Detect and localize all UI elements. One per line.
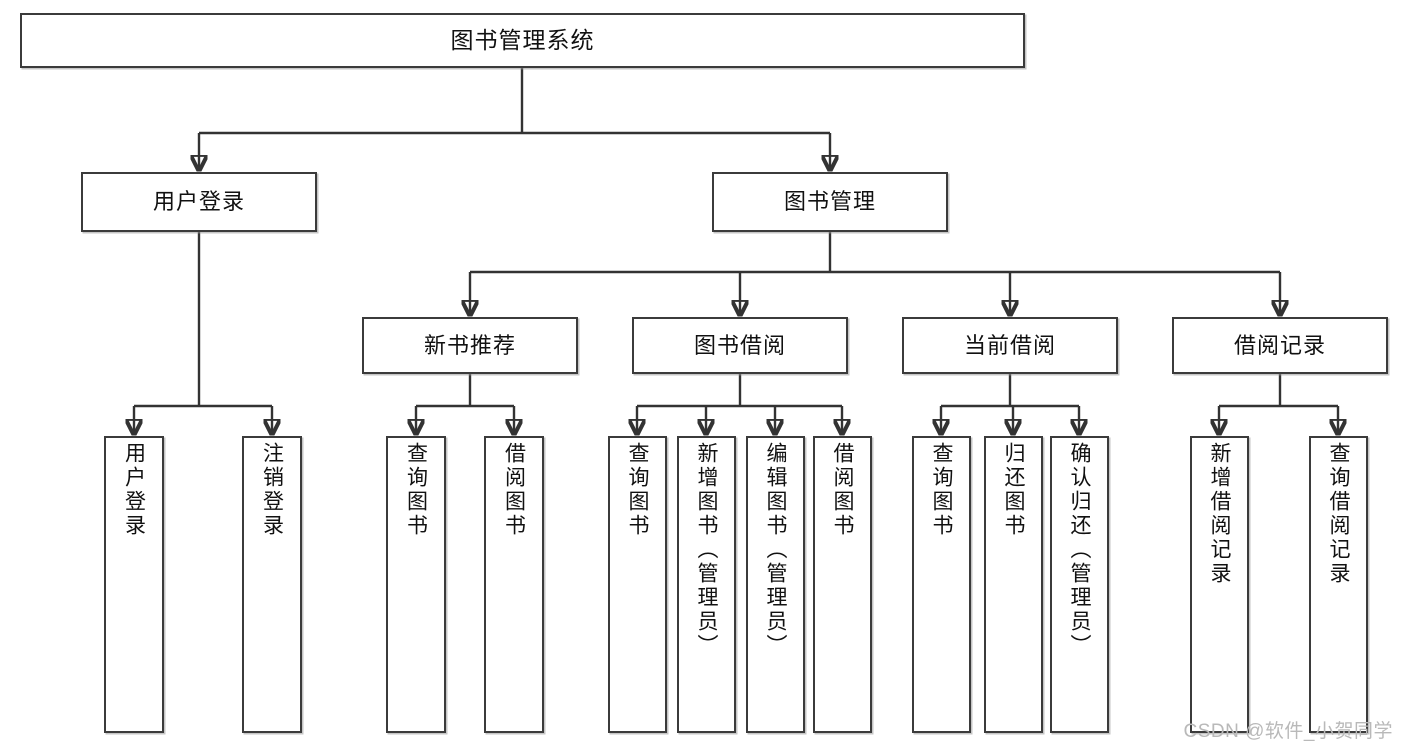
node-label: 查询图书 <box>404 442 428 538</box>
node-bb-borrow[interactable]: 借阅图书 <box>813 436 872 733</box>
node-current-borrow[interactable]: 当前借阅 <box>902 317 1118 374</box>
node-label: 新书推荐 <box>423 332 516 358</box>
node-new-book-rec[interactable]: 新书推荐 <box>362 317 578 374</box>
node-nbr-query[interactable]: 查询图书 <box>386 436 446 733</box>
node-cb-confirm[interactable]: 确认归还（管理员） <box>1050 436 1109 733</box>
node-book-borrow[interactable]: 图书借阅 <box>632 317 848 374</box>
node-label: 当前借阅 <box>963 332 1056 358</box>
node-label: 归还图书 <box>1002 442 1025 538</box>
node-bb-edit[interactable]: 编辑图书（管理员） <box>746 436 805 733</box>
node-label: 新增借阅记录 <box>1208 442 1231 586</box>
node-borrow-record[interactable]: 借阅记录 <box>1172 317 1388 374</box>
node-label: 查询图书 <box>930 442 953 538</box>
node-bb-add[interactable]: 新增图书（管理员） <box>677 436 736 733</box>
node-br-add[interactable]: 新增借阅记录 <box>1190 436 1249 733</box>
node-label: 借阅记录 <box>1233 332 1326 358</box>
node-bb-query[interactable]: 查询图书 <box>608 436 667 733</box>
node-label: 编辑图书（管理员） <box>764 442 787 658</box>
node-label: 借阅图书 <box>831 442 854 538</box>
node-label: 注销登录 <box>260 442 284 538</box>
node-cb-return[interactable]: 归还图书 <box>984 436 1043 733</box>
node-label: 新增图书（管理员） <box>695 442 718 658</box>
node-cb-query[interactable]: 查询图书 <box>912 436 971 733</box>
node-label: 用户登录 <box>122 442 146 538</box>
node-label: 图书管理系统 <box>450 27 595 54</box>
node-root-system[interactable]: 图书管理系统 <box>20 13 1025 68</box>
node-label: 图书管理 <box>783 189 876 215</box>
node-label: 用户登录 <box>152 189 245 215</box>
node-user-logout[interactable]: 注销登录 <box>242 436 302 733</box>
node-label: 借阅图书 <box>502 442 526 538</box>
node-label: 查询借阅记录 <box>1327 442 1350 586</box>
watermark-text: CSDN @软件_小贺同学 <box>1183 721 1393 742</box>
node-user-login[interactable]: 用户登录 <box>81 172 317 232</box>
node-label: 查询图书 <box>626 442 649 538</box>
node-label: 图书借阅 <box>693 332 786 358</box>
node-book-manage[interactable]: 图书管理 <box>712 172 948 232</box>
node-nbr-borrow[interactable]: 借阅图书 <box>484 436 544 733</box>
node-br-query[interactable]: 查询借阅记录 <box>1309 436 1368 733</box>
node-user-login-do[interactable]: 用户登录 <box>104 436 164 733</box>
node-label: 确认归还（管理员） <box>1068 442 1091 658</box>
